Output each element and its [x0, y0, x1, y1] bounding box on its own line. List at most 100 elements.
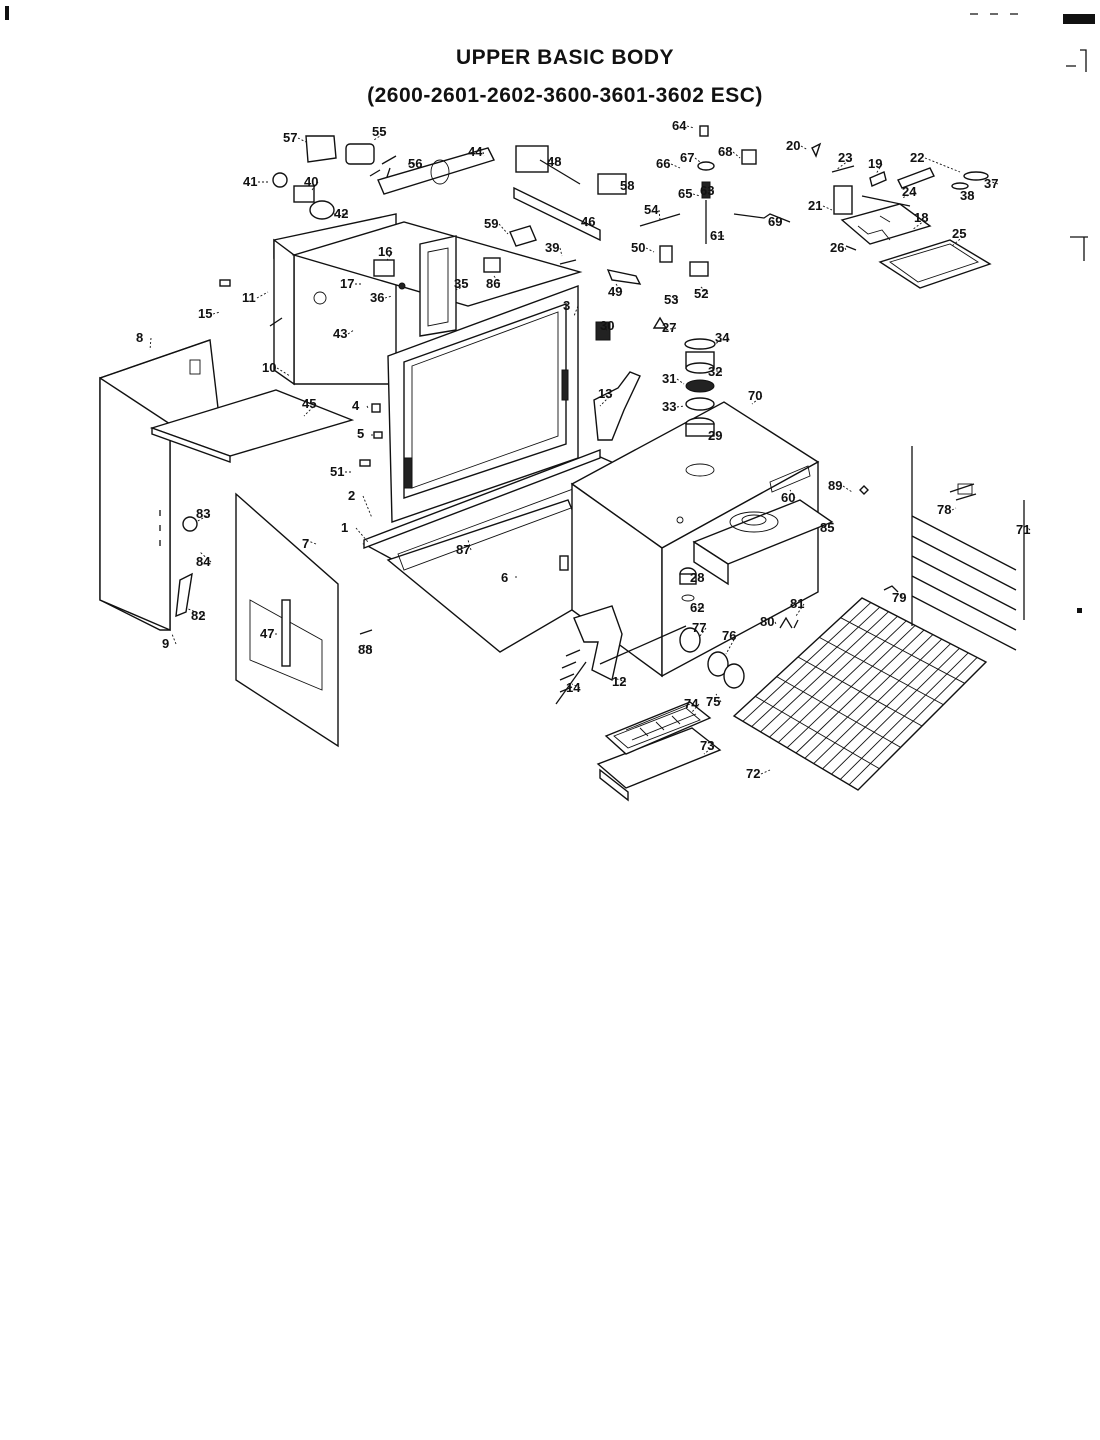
leader-line-10 — [276, 367, 291, 377]
callout-28: 28 — [690, 570, 704, 585]
leader-line-83 — [195, 513, 211, 523]
leader-line-81 — [795, 603, 805, 617]
leader-line-66 — [670, 163, 681, 169]
leader-line-1 — [355, 527, 369, 543]
part-rack-support — [911, 446, 1025, 651]
callout-85: 85 — [820, 520, 834, 535]
leader-line-15 — [212, 311, 221, 315]
leader-line-40 — [311, 181, 319, 191]
callout-1: 1 — [341, 520, 348, 535]
callout-56: 56 — [408, 156, 422, 171]
callout-62: 62 — [690, 600, 704, 615]
callout-83: 83 — [196, 506, 210, 521]
leader-line-29 — [711, 431, 723, 437]
callout-60: 60 — [781, 490, 795, 505]
callout-5: 5 — [357, 426, 364, 441]
leader-line-26 — [844, 247, 847, 251]
part-inner-liner — [419, 235, 457, 337]
leader-line-75 — [715, 693, 722, 703]
part-shelf — [149, 389, 355, 463]
callout-59: 59 — [484, 216, 498, 231]
part-side-panel-left — [99, 339, 219, 632]
leader-line-54 — [658, 209, 661, 221]
leader-line-52 — [699, 285, 709, 295]
leader-line-33 — [676, 405, 685, 408]
leader-line-34 — [713, 337, 730, 345]
callout-70: 70 — [748, 388, 762, 403]
callout-29: 29 — [708, 428, 722, 443]
leader-line-3 — [573, 305, 579, 317]
callout-84: 84 — [196, 554, 211, 569]
callout-37: 37 — [984, 176, 998, 191]
callout-12: 12 — [612, 674, 626, 689]
callout-65: 65 — [678, 186, 692, 201]
leader-line-8 — [149, 337, 152, 351]
callout-72: 72 — [746, 766, 760, 781]
callout-43: 43 — [333, 326, 347, 341]
leader-line-53 — [669, 295, 679, 301]
leader-line-79 — [897, 593, 907, 599]
callout-30: 30 — [600, 318, 614, 333]
leader-line-30 — [605, 325, 615, 331]
callout-66: 66 — [656, 156, 670, 171]
leader-line-39 — [559, 247, 563, 257]
callout-18: 18 — [914, 210, 928, 225]
callout-24: 24 — [902, 184, 917, 199]
callout-80: 80 — [760, 614, 774, 629]
callout-22: 22 — [910, 150, 924, 165]
leader-line-68 — [732, 151, 741, 159]
callout-79: 79 — [892, 590, 906, 605]
leader-line-77 — [699, 627, 707, 637]
callout-51: 51 — [330, 464, 344, 479]
callout-10: 10 — [262, 360, 276, 375]
callout-64: 64 — [672, 118, 687, 133]
callout-9: 9 — [162, 636, 169, 651]
callout-34: 34 — [715, 330, 730, 345]
leader-line-13 — [599, 393, 613, 407]
leader-line-25 — [951, 233, 967, 247]
leader-line-49 — [615, 283, 623, 293]
callout-55: 55 — [372, 124, 386, 139]
callout-7: 7 — [302, 536, 309, 551]
callout-40: 40 — [304, 174, 318, 189]
callout-78: 78 — [937, 502, 951, 517]
callout-8: 8 — [136, 330, 143, 345]
leader-line-80 — [774, 621, 777, 625]
callout-39: 39 — [545, 240, 559, 255]
callout-11: 11 — [242, 290, 256, 305]
leader-line-82 — [185, 607, 206, 617]
callout-13: 13 — [598, 386, 612, 401]
callout-labels: 1234567891011121314151617181920212223242… — [136, 118, 1030, 781]
leader-line-87 — [467, 539, 472, 551]
callout-35: 35 — [454, 276, 468, 291]
callout-46: 46 — [581, 214, 595, 229]
leader-line-11 — [256, 291, 269, 299]
callout-48: 48 — [547, 154, 561, 169]
callout-76: 76 — [722, 628, 736, 643]
callout-3: 3 — [563, 298, 570, 313]
callout-63: 63 — [700, 183, 714, 198]
callout-27: 27 — [662, 320, 676, 335]
leader-line-89 — [842, 485, 853, 493]
leader-line-78 — [951, 507, 957, 511]
callout-32: 32 — [708, 364, 722, 379]
leader-line-20 — [800, 145, 809, 151]
part-side-panel-right — [235, 492, 339, 748]
leader-line-21 — [822, 205, 833, 211]
callout-71: 71 — [1016, 522, 1030, 537]
leader-line-36 — [384, 295, 393, 299]
leader-line-45 — [303, 403, 317, 417]
part-burner-stack — [684, 338, 716, 437]
callout-58: 58 — [620, 178, 634, 193]
callout-4: 4 — [352, 398, 360, 413]
callout-74: 74 — [684, 696, 699, 711]
callout-61: 61 — [710, 228, 724, 243]
callout-57: 57 — [283, 130, 297, 145]
leader-line-16 — [385, 251, 393, 263]
callout-16: 16 — [378, 244, 392, 259]
callout-14: 14 — [566, 680, 581, 695]
leader-line-19 — [875, 163, 883, 175]
callout-75: 75 — [706, 694, 720, 709]
